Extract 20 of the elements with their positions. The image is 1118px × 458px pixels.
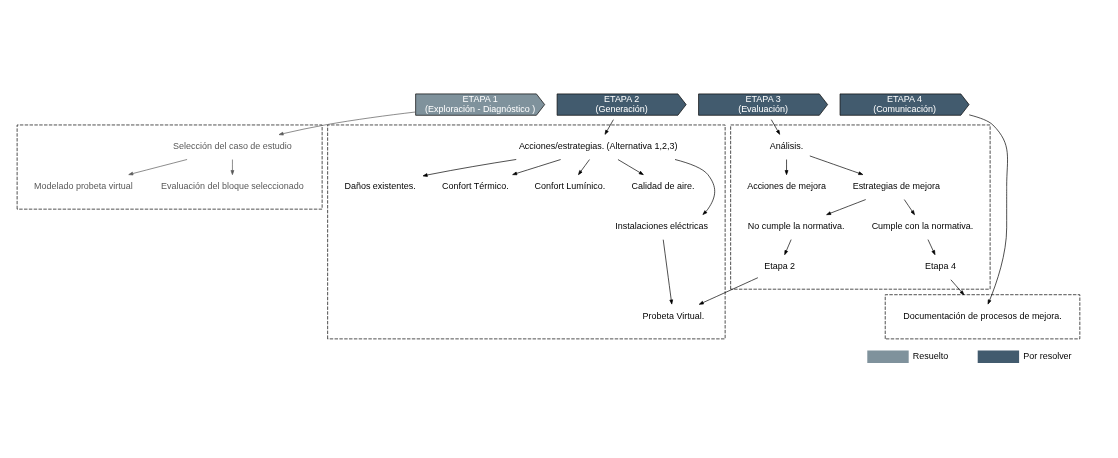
node-text: Etapa 2 bbox=[764, 260, 796, 271]
node-text: Cumple con la normativa. bbox=[871, 220, 974, 231]
node-text: Etapa 4 bbox=[924, 260, 956, 271]
node-text: Modelado probeta virtual bbox=[34, 180, 133, 191]
node-text: Instalaciones eléctricas bbox=[615, 220, 709, 231]
node-text: Daños existentes. bbox=[344, 180, 416, 191]
node-text: Calidad de aire. bbox=[631, 180, 695, 191]
node-text: Selección del caso de estudio bbox=[173, 140, 292, 151]
node-text: Confort Lumínico. bbox=[534, 180, 606, 191]
node-text: Probeta Virtual. bbox=[642, 310, 705, 321]
node-text: No cumple la normativa. bbox=[747, 220, 845, 231]
node-text: Estrategias de mejora bbox=[852, 180, 940, 191]
node-text: Confort Térmico. bbox=[442, 180, 509, 191]
node-text: Documentación de procesos de mejora. bbox=[903, 310, 1062, 321]
node-text: Acciones/estrategias. (Alternativa 1,2,3) bbox=[518, 140, 678, 151]
legend-label: Por resolver bbox=[1023, 350, 1072, 361]
node-text: Acciones de mejora bbox=[747, 180, 826, 191]
legend-label: Resuelto bbox=[912, 350, 949, 361]
node-text: Evaluación del bloque seleccionado bbox=[161, 180, 304, 191]
node-text: Análisis. bbox=[769, 140, 804, 151]
